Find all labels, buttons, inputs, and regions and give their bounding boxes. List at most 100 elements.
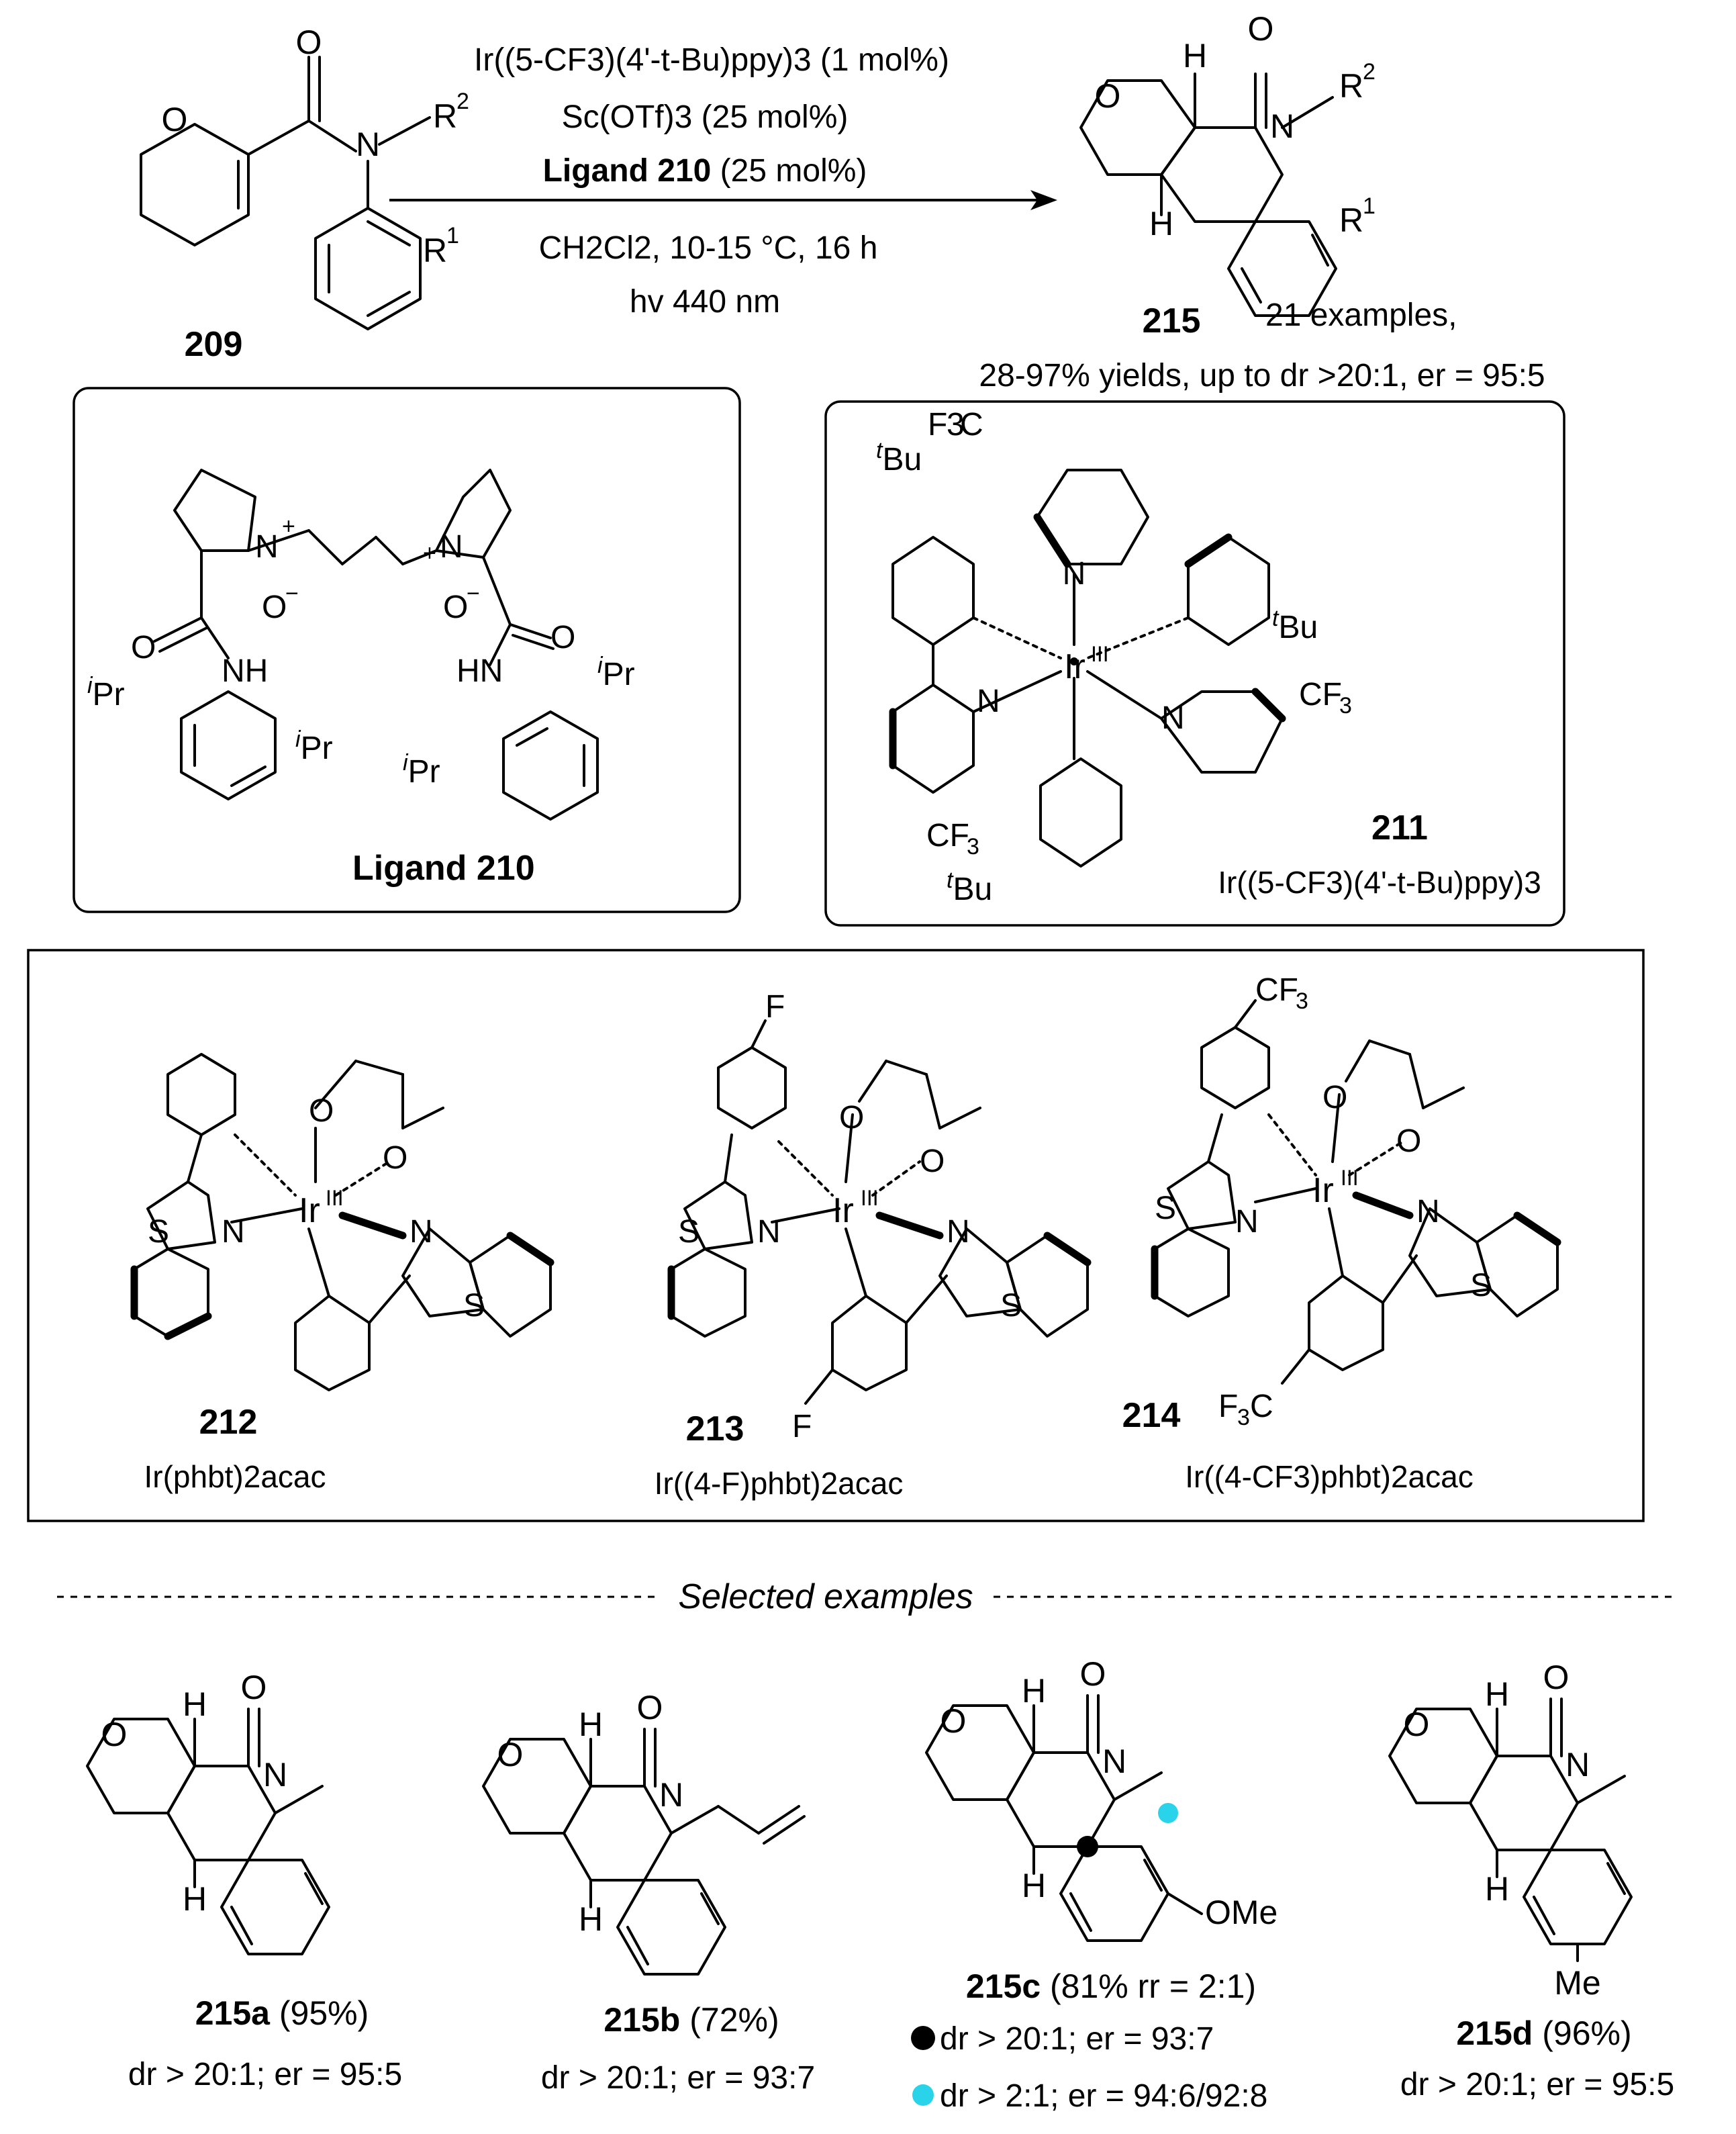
svg-text:O: O bbox=[443, 590, 468, 625]
svg-text:3: 3 bbox=[1339, 693, 1352, 718]
svg-text:H: H bbox=[1485, 1675, 1509, 1713]
product-215-structure bbox=[1079, 73, 1337, 317]
svg-text:H: H bbox=[183, 1685, 207, 1723]
svg-text:tBu: tBu bbox=[1272, 606, 1318, 645]
example-215c-id: 215c bbox=[966, 1967, 1041, 2005]
svg-text:CF: CF bbox=[1255, 972, 1298, 1008]
svg-text:S: S bbox=[1000, 1288, 1022, 1324]
example-215b-yield: (72%) bbox=[689, 2001, 779, 2039]
svg-text:H: H bbox=[1149, 205, 1173, 242]
svg-text:iPr: iPr bbox=[597, 653, 635, 692]
svg-text:N: N bbox=[1235, 1204, 1259, 1240]
svg-text:C: C bbox=[960, 407, 983, 443]
svg-text:O: O bbox=[1404, 1706, 1430, 1743]
svg-text:O: O bbox=[296, 24, 322, 61]
svg-text:H: H bbox=[1022, 1867, 1046, 1904]
svg-text:N: N bbox=[1416, 1194, 1440, 1230]
svg-text:N: N bbox=[440, 529, 463, 565]
example-215d-yield: (96%) bbox=[1542, 2014, 1631, 2052]
ligand-box bbox=[73, 387, 741, 913]
svg-text:N: N bbox=[255, 529, 279, 565]
svg-text:F: F bbox=[792, 1409, 812, 1444]
svg-text:H: H bbox=[1485, 1870, 1509, 1908]
svg-text:tBu: tBu bbox=[876, 438, 922, 477]
svg-text:Ir: Ir bbox=[1312, 1171, 1334, 1210]
svg-text:Ir: Ir bbox=[1064, 647, 1086, 686]
svg-text:Ligand 210 (25 mol%): Ligand 210 (25 mol%) bbox=[543, 153, 867, 189]
svg-text:H: H bbox=[579, 1900, 603, 1938]
svg-text:C: C bbox=[1250, 1389, 1273, 1424]
svg-text:N: N bbox=[1102, 1743, 1126, 1780]
svg-text:S: S bbox=[678, 1214, 700, 1250]
svg-text:O: O bbox=[839, 1100, 864, 1135]
svg-text:R: R bbox=[433, 97, 457, 135]
svg-text:H: H bbox=[1183, 37, 1207, 75]
legend-cyan-dot bbox=[912, 2084, 934, 2106]
complex-211-name: Ir((5-CF3)(4'-t-Bu)ppy)3 bbox=[1218, 865, 1541, 900]
svg-text:2: 2 bbox=[1363, 59, 1376, 85]
complex-211-number: 211 bbox=[1371, 808, 1428, 847]
svg-text:N: N bbox=[757, 1214, 781, 1250]
svg-text:N: N bbox=[1565, 1746, 1590, 1783]
svg-text:3: 3 bbox=[947, 407, 965, 443]
complex-214-name: Ir((4-CF3)phbt)2acac bbox=[1185, 1459, 1473, 1494]
example-215a-id: 215a bbox=[195, 1994, 271, 2032]
example-215c-selectivity-black: dr > 20:1; er = 93:7 bbox=[940, 2021, 1214, 2057]
complex-213-number: 213 bbox=[686, 1409, 744, 1448]
svg-text:O: O bbox=[1095, 77, 1121, 115]
svg-text:−: − bbox=[285, 581, 299, 606]
svg-text:H: H bbox=[183, 1880, 207, 1918]
svg-text:N: N bbox=[659, 1776, 683, 1814]
svg-text:S: S bbox=[1470, 1268, 1492, 1303]
ligand-number: 210 bbox=[477, 849, 535, 888]
svg-text:Ligand 210: Ligand 210 bbox=[352, 849, 535, 888]
svg-text:O: O bbox=[383, 1140, 407, 1176]
svg-text:O: O bbox=[241, 1669, 267, 1706]
example-215d-id: 215d bbox=[1456, 2014, 1533, 2052]
svg-text:N: N bbox=[409, 1214, 433, 1250]
complex-211-structure bbox=[889, 469, 1286, 868]
svg-text:O: O bbox=[1080, 1655, 1106, 1693]
svg-text:2: 2 bbox=[456, 89, 469, 114]
svg-text:O: O bbox=[920, 1144, 945, 1179]
svg-text:N: N bbox=[1063, 556, 1086, 592]
svg-text:N: N bbox=[263, 1756, 287, 1794]
svg-text:tBu: tBu bbox=[947, 868, 992, 907]
divider-label: Selected examples bbox=[678, 1577, 973, 1616]
example-215b-structure bbox=[482, 1728, 806, 1976]
example-215c-yield: (81% rr = 2:1) bbox=[1050, 1967, 1256, 2005]
condition-solvent: CH2Cl2, 10-15 °C, 16 h bbox=[539, 230, 878, 266]
svg-text:R: R bbox=[1339, 201, 1363, 239]
condition-ligand: Ligand 210 bbox=[543, 153, 712, 189]
svg-text:OMe: OMe bbox=[1205, 1894, 1277, 1931]
complex-213-name: Ir((4-F)phbt)2acac bbox=[655, 1466, 904, 1501]
svg-text:+: + bbox=[282, 514, 295, 539]
complex-213-structure bbox=[667, 1019, 1092, 1405]
svg-text:H: H bbox=[1022, 1672, 1046, 1710]
ligand-label: Ligand bbox=[352, 849, 467, 888]
svg-text:1: 1 bbox=[446, 223, 459, 248]
complex-214-structure bbox=[1151, 999, 1561, 1385]
ir211-box bbox=[824, 400, 1565, 927]
svg-text:215c (81% rr = 2:1): 215c (81% rr = 2:1) bbox=[966, 1967, 1256, 2005]
svg-text:O: O bbox=[1543, 1659, 1570, 1696]
condition-photocatalyst: Ir((5-CF3)(4'-t-Bu)ppy)3 (1 mol%) bbox=[474, 42, 949, 78]
reaction-arrow bbox=[389, 190, 1057, 210]
svg-text:O: O bbox=[131, 630, 156, 665]
svg-text:N: N bbox=[222, 1214, 245, 1250]
svg-text:III: III bbox=[1091, 642, 1109, 666]
svg-text:III: III bbox=[861, 1186, 879, 1210]
svg-text:−: − bbox=[467, 581, 480, 606]
svg-text:Ir: Ir bbox=[299, 1191, 320, 1230]
svg-text:HN: HN bbox=[456, 653, 503, 689]
svg-text:N: N bbox=[1270, 107, 1294, 145]
svg-text:S: S bbox=[148, 1214, 169, 1250]
examples-count: 21 examples, bbox=[1265, 297, 1457, 333]
svg-text:F: F bbox=[765, 989, 785, 1025]
product-label: 215 bbox=[1143, 301, 1201, 340]
svg-text:III: III bbox=[326, 1186, 344, 1210]
svg-text:+: + bbox=[423, 541, 436, 566]
complexes-box bbox=[27, 949, 1645, 1522]
svg-text:215d (96%): 215d (96%) bbox=[1456, 2014, 1631, 2052]
